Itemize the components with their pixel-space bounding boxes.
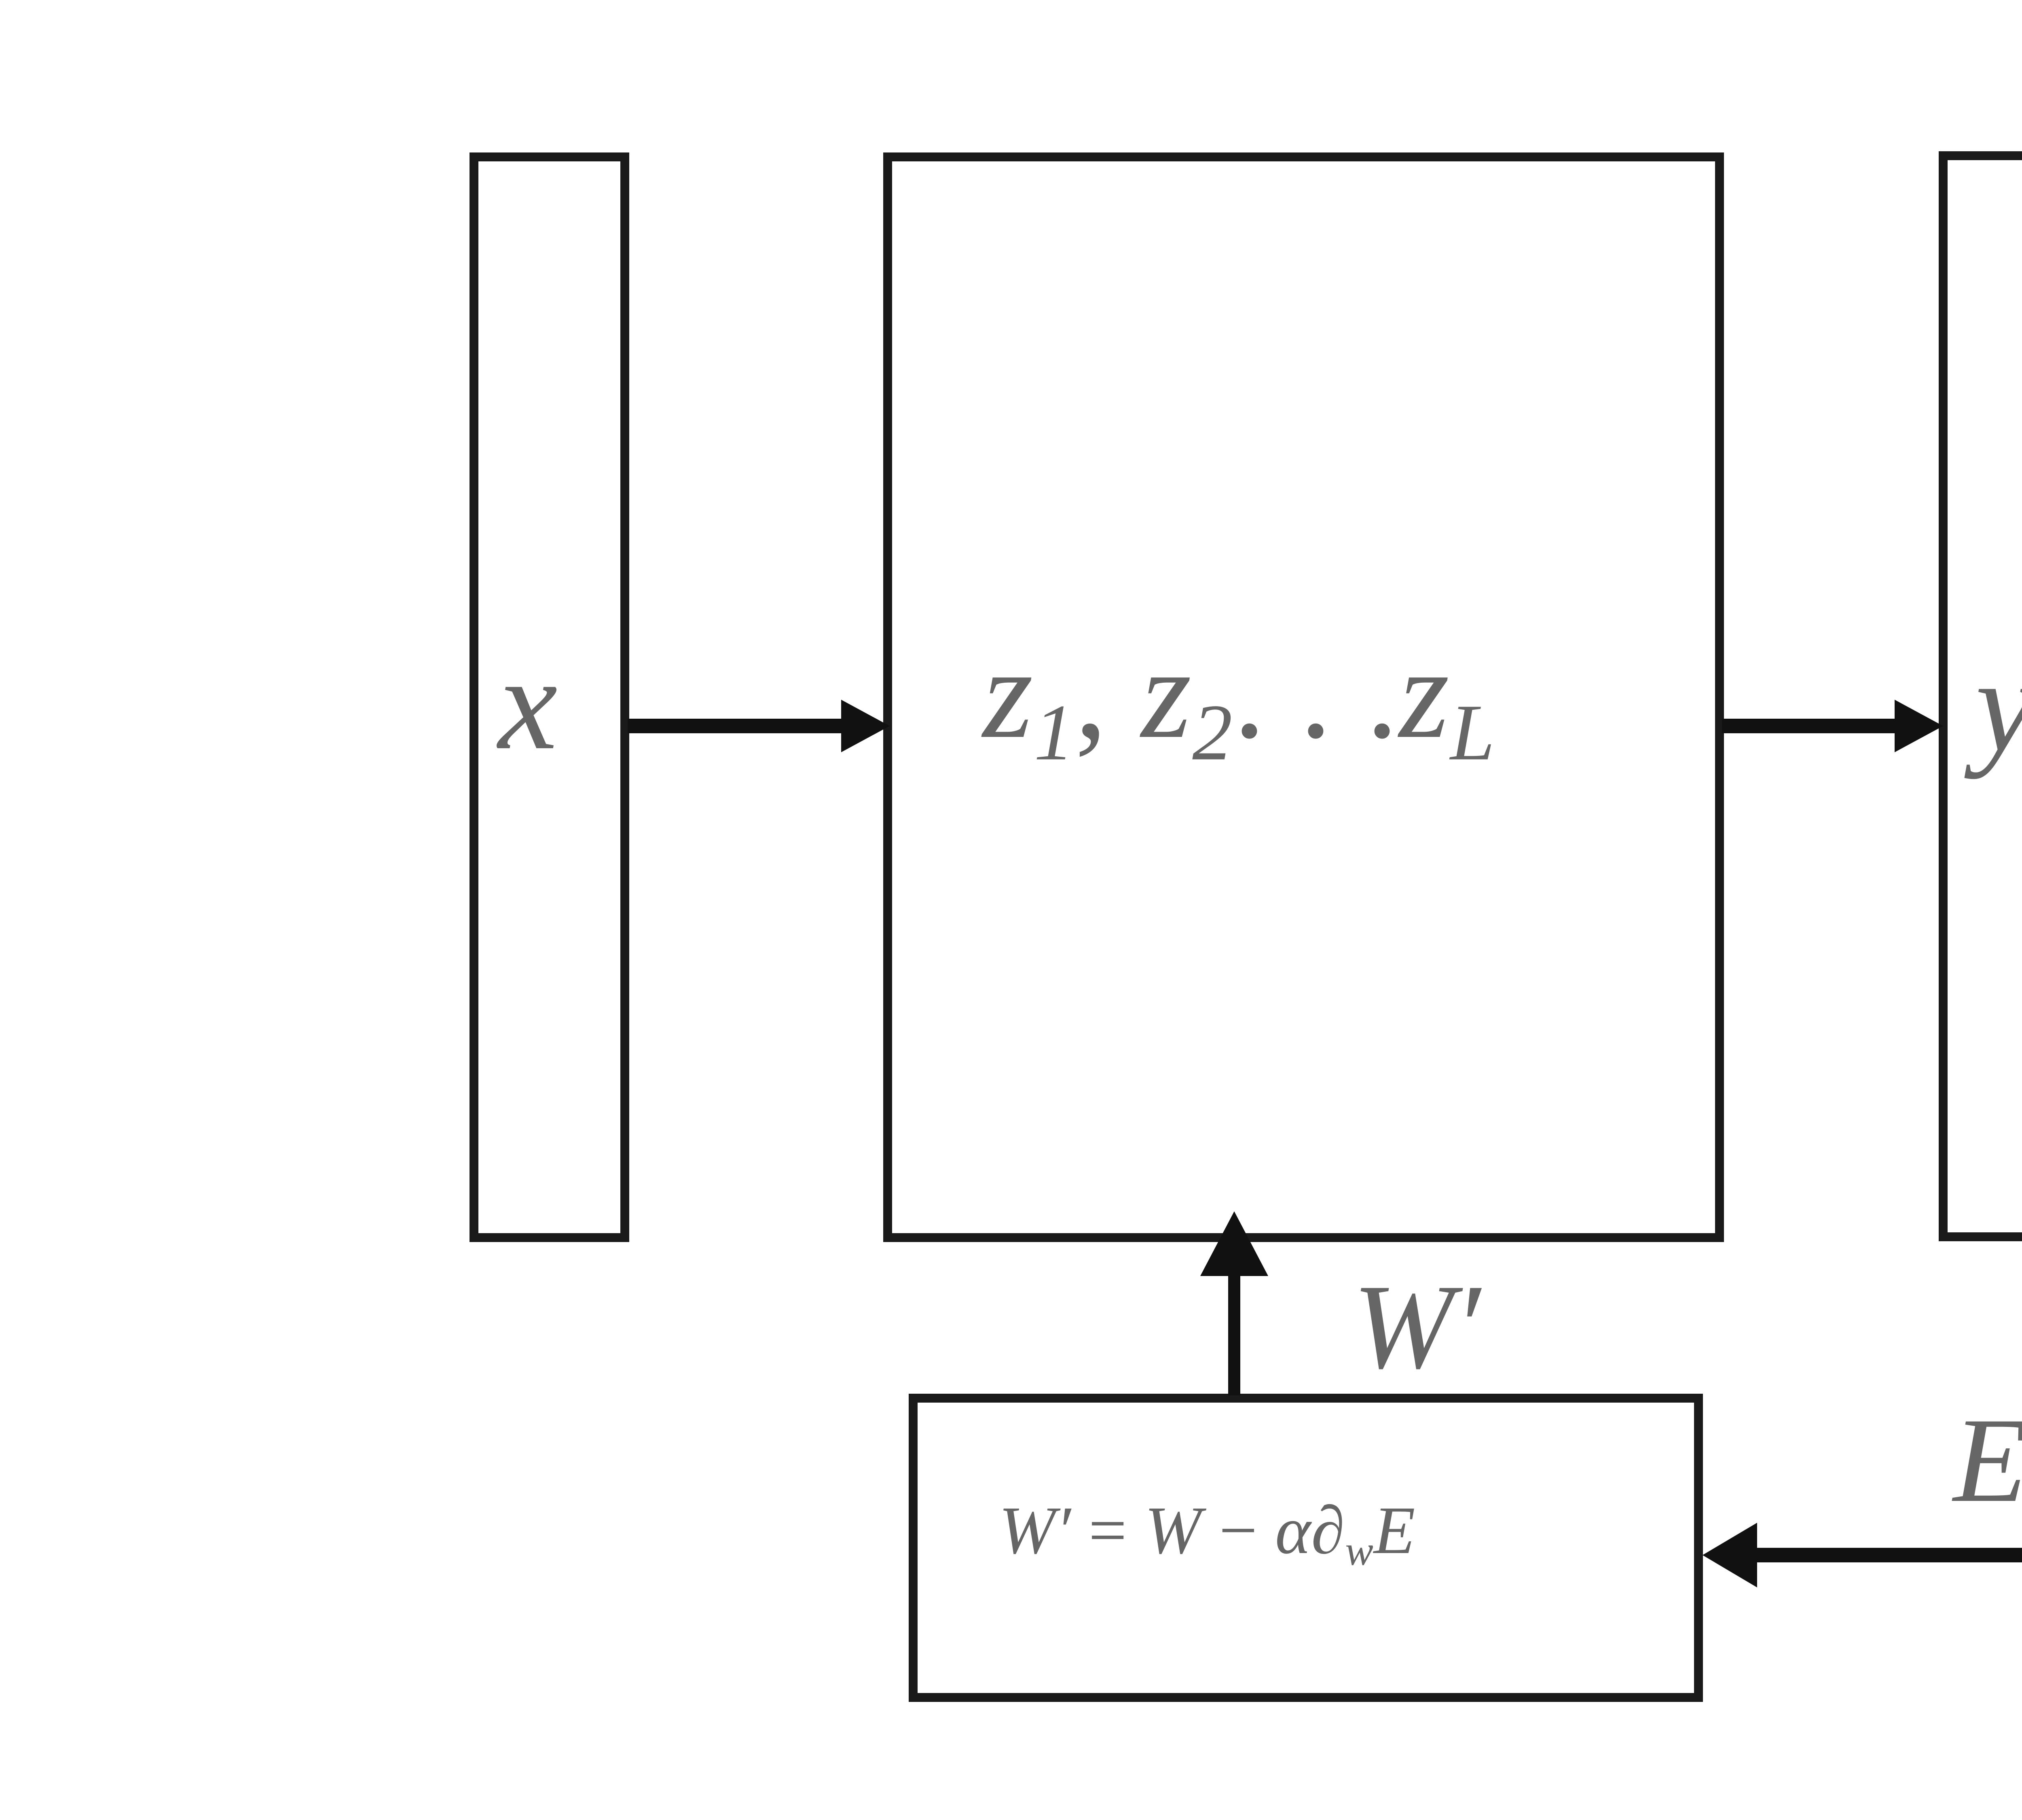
input-label: x: [498, 630, 558, 777]
weight-update-box[interactable]: [909, 1394, 1703, 1702]
error-edge-label: E: [1953, 1393, 2022, 1527]
weight-update-formula: W′ = W − α∂wE: [999, 1496, 1415, 1572]
hidden-layers-label: z1, z2. . .zL: [983, 629, 1495, 772]
weight-update-edge-label: W′: [1353, 1266, 1481, 1387]
hidden-z2: z2: [1141, 622, 1233, 777]
edge-input-to-hidden: [628, 700, 890, 752]
hidden-comma-1: ,: [1074, 622, 1108, 765]
output-box[interactable]: [1939, 151, 2022, 1241]
hidden-zL: zL: [1399, 622, 1496, 777]
output-label: y: [1975, 639, 2022, 772]
edge-weight-update: [1200, 1211, 1268, 1395]
formula-minus: −: [1219, 1493, 1258, 1568]
formula-w: W: [1144, 1493, 1202, 1568]
edge-error-feedback: [1703, 1523, 2022, 1587]
formula-alpha: α: [1275, 1493, 1311, 1568]
hidden-ellipsis: . . .: [1233, 622, 1399, 765]
hidden-layers-box[interactable]: [883, 152, 1724, 1242]
weight-symbol: W: [1353, 1259, 1454, 1394]
formula-lhs: W′: [999, 1493, 1071, 1568]
formula-error: E: [1373, 1493, 1416, 1568]
formula-partial-subscript: w: [1345, 1527, 1374, 1575]
edge-hidden-to-output: [1722, 700, 1943, 752]
prime-mark: ′: [1453, 1259, 1481, 1394]
formula-partial: ∂: [1311, 1493, 1345, 1568]
formula-equals: =: [1088, 1493, 1127, 1568]
hidden-z1: z1: [983, 622, 1075, 777]
input-box[interactable]: [470, 152, 629, 1242]
